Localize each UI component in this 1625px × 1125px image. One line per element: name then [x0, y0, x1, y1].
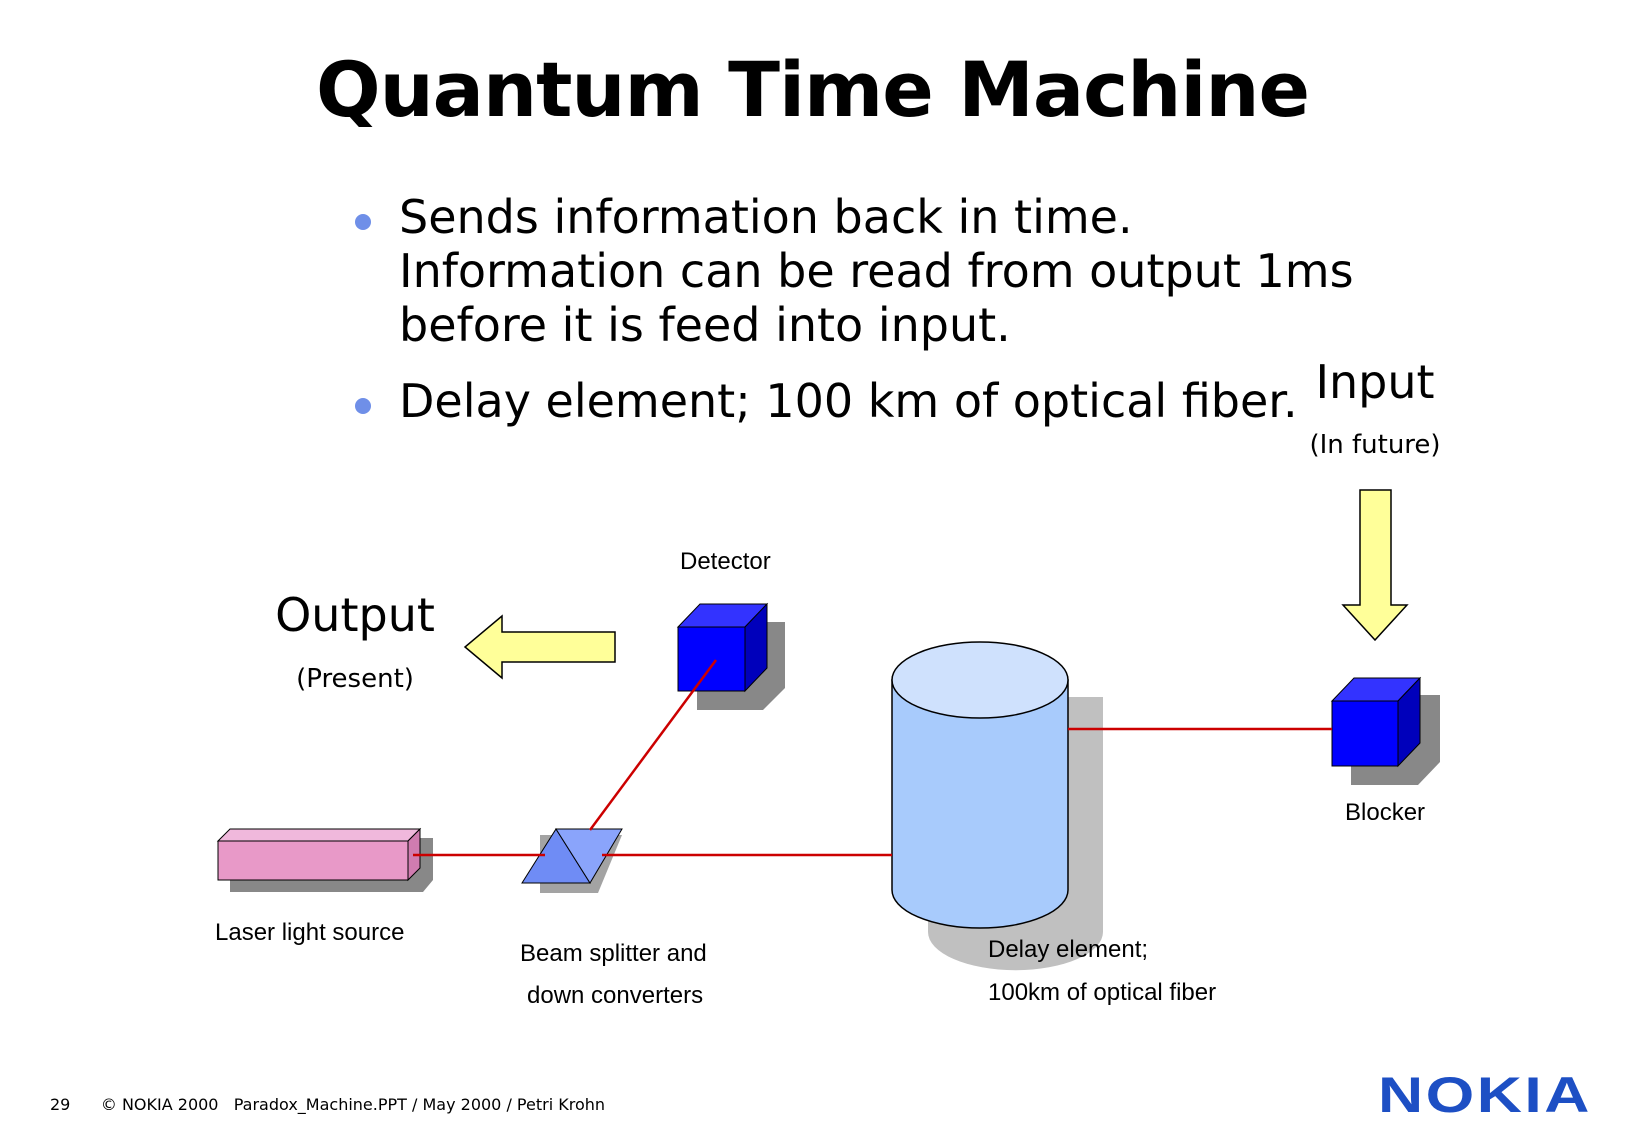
input-sublabel: (In future) — [1309, 430, 1441, 460]
bullet-item: Sends information back in time. Informat… — [355, 190, 1355, 352]
laser-label: Laser light source — [215, 919, 405, 946]
nokia-logo: NOKIA — [1378, 1067, 1592, 1123]
detector-cube — [676, 602, 785, 710]
blocker-label: Blocker — [1345, 799, 1426, 826]
blocker-cube — [1330, 676, 1440, 785]
slide-title: Quantum Time Machine — [315, 45, 1310, 134]
output-arrow — [463, 614, 616, 680]
footer: 29 © NOKIA 2000 Paradox_Machine.PPT / Ma… — [50, 1095, 605, 1114]
output-label: Output — [275, 588, 435, 642]
delay-label-line2: 100km of optical fiber — [988, 979, 1217, 1006]
delay-label-line1: Delay element; — [988, 936, 1149, 963]
input-arrow — [1341, 489, 1409, 642]
beam-splitter — [521, 828, 623, 893]
delay-cylinder — [891, 641, 1103, 971]
beam-splitter-to-detector — [588, 659, 718, 831]
detector-label: Detector — [680, 548, 771, 575]
beam-splitter-label-line1: Beam splitter and — [520, 940, 707, 967]
beam-splitter-label-line2: down converters — [527, 982, 704, 1009]
page-number: 29 — [50, 1095, 71, 1114]
footer-text: © NOKIA 2000 Paradox_Machine.PPT / May 2… — [100, 1095, 606, 1114]
input-label: Input — [1315, 355, 1435, 409]
output-sublabel: (Present) — [296, 664, 414, 694]
bullet-item: Delay element; 100 km of optical fiber. — [355, 374, 1355, 428]
bullet-list: Sends information back in time. Informat… — [355, 190, 1355, 450]
laser-light-source — [216, 827, 433, 892]
laser-beams — [413, 659, 1332, 857]
